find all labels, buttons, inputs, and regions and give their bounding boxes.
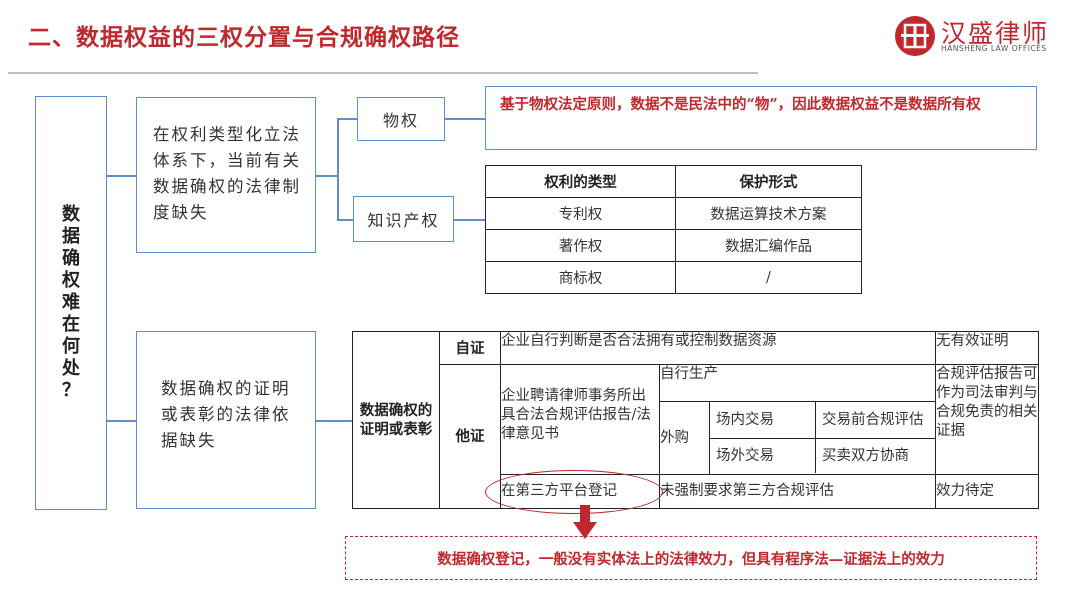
ip-protection-table: 权利的类型 保护形式 专利权 数据运算技术方案 著作权 数据汇编作品 商标权 / xyxy=(485,165,862,294)
logo: 汉盛律师 HANSHENG LAW OFFICES xyxy=(895,14,1065,60)
own-production: 自行生产 xyxy=(659,364,936,403)
table-row: 他证 企业聘请律师事务所出具合法合规评估报告/法律意见书 自行生产 合规评估报告… xyxy=(353,364,1039,509)
down-arrow-icon xyxy=(573,505,597,539)
proof-table: 数据确权的证明或表彰 自证 企业自行判断是否合法拥有或控制数据资源 无有效证明 … xyxy=(352,330,1039,510)
table-cell: 专利权 xyxy=(485,197,676,230)
onsite-trade-result: 交易前合规评估 xyxy=(815,402,935,439)
table-cell: 数据运算技术方案 xyxy=(675,197,862,230)
branch-property-right: 物权 xyxy=(357,97,445,141)
highlight-ellipse xyxy=(485,470,663,514)
onsite-trade: 场内交易 xyxy=(710,402,816,439)
branch-intellectual-property: 知识产权 xyxy=(353,196,454,242)
table-header-row: 权利的类型 保护形式 xyxy=(485,165,862,198)
reason-box-legal-basis: 数据确权的证明或表彰的法律依据缺失 xyxy=(136,331,316,509)
purchase-subtable: 场内交易 交易前合规评估 场外交易 买卖双方协商 xyxy=(710,402,935,474)
connector xyxy=(337,219,353,221)
connector xyxy=(316,420,352,422)
table-cell: / xyxy=(675,261,862,294)
offsite-trade: 场外交易 xyxy=(710,437,816,474)
question-char: 何 xyxy=(62,336,80,357)
title-divider xyxy=(8,72,758,74)
question-char: 数 xyxy=(62,204,80,225)
reason-box-legal-system: 在权利类型化立法体系下，当前有关数据确权的法律制度缺失 xyxy=(136,97,316,253)
proof-label: 数据确权的证明或表彰 xyxy=(352,331,440,509)
registration-desc: 未强制要求第三方合规评估 xyxy=(659,473,936,510)
self-proof-desc: 企业自行判断是否合法拥有或控制数据资源 xyxy=(500,330,936,366)
question-char: 权 xyxy=(62,270,80,291)
question-char: 据 xyxy=(62,226,80,247)
logo-english: HANSHENG LAW OFFICES xyxy=(941,44,1047,53)
question-char: 确 xyxy=(62,248,80,269)
table-row: 商标权 / xyxy=(485,261,862,294)
table-row: 场外交易 买卖双方协商 xyxy=(710,437,935,474)
table-row: 专利权 数据运算技术方案 xyxy=(485,197,862,230)
connector xyxy=(107,420,136,422)
header-protection-form: 保护形式 xyxy=(675,165,862,198)
property-right-note: 基于物权法定原则，数据不是民法中的“物”，因此数据权益不是数据所有权 xyxy=(485,86,1037,150)
table-row: 数据确权的证明或表彰 自证 企业自行判断是否合法拥有或控制数据资源 无有效证明 xyxy=(352,330,1039,509)
logo-chinese: 汉盛律师 xyxy=(941,19,1050,48)
self-proof-label: 自证 xyxy=(439,330,501,366)
offsite-trade-result: 买卖双方协商 xyxy=(815,437,935,474)
question-box: 数 据 确 权 难 在 何 处 ？ xyxy=(35,96,107,510)
table-cell: 著作权 xyxy=(485,229,676,262)
connector xyxy=(107,175,136,177)
connector xyxy=(316,175,338,177)
other-proof-result: 合规评估报告可作为司法审判与合规免责的相关证据 xyxy=(935,364,1039,475)
connector xyxy=(337,118,357,120)
page-title: 二、数据权益的三权分置与合规确权路径 xyxy=(28,25,460,51)
question-char: ？ xyxy=(62,380,80,401)
header-right-type: 权利的类型 xyxy=(485,165,676,198)
registration-result: 效力待定 xyxy=(935,473,1039,510)
table-cell: 商标权 xyxy=(485,261,676,294)
lawfirm-desc: 企业聘请律师事务所出具合法合规评估报告/法律意见书 xyxy=(500,364,660,475)
table-row: 著作权 数据汇编作品 xyxy=(485,229,862,262)
table-row: 外购 场内交易 交易前合规评估 场外交易 买卖双方协商 xyxy=(353,401,1039,475)
connector xyxy=(445,118,485,120)
conclusion-box: 数据确权登记，一般没有实体法上的法律效力，但具有程序法—证据法上的效力 xyxy=(345,536,1037,580)
seal-icon xyxy=(895,16,935,56)
purchase-subgrid: 场内交易 交易前合规评估 场外交易 买卖双方协商 xyxy=(709,401,936,475)
self-proof-result: 无有效证明 xyxy=(935,330,1039,366)
question-char: 在 xyxy=(62,314,80,335)
table-cell: 数据汇编作品 xyxy=(675,229,862,262)
table-row: 场内交易 交易前合规评估 xyxy=(710,402,935,439)
purchase: 外购 xyxy=(659,401,710,475)
connector xyxy=(337,118,339,220)
question-char: 难 xyxy=(62,292,80,313)
connector xyxy=(454,219,485,221)
question-char: 处 xyxy=(62,358,80,379)
